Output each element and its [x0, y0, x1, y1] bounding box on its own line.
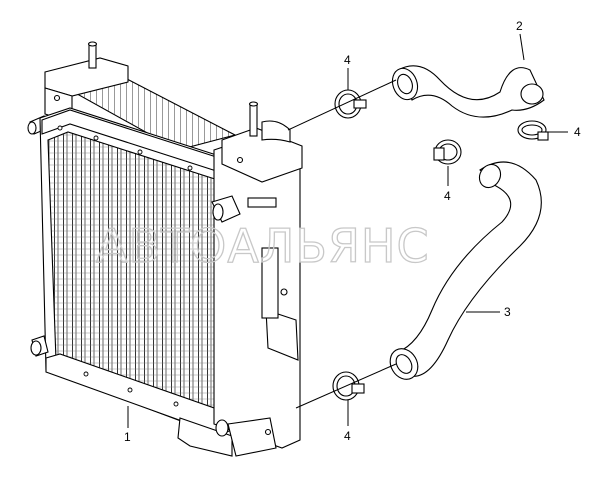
lower-hose — [389, 161, 542, 380]
drain-fitting — [211, 195, 277, 223]
assembly-lines — [287, 79, 397, 409]
clamp-lower — [332, 371, 365, 401]
clamp-upper-right — [517, 120, 549, 141]
callout-clamp-middle: 4 — [444, 189, 451, 203]
watermark-text: АВТОАЛЬЯНС — [96, 219, 430, 273]
callout-clamp-upper-right: 4 — [574, 125, 581, 139]
front-mount-bracket — [221, 101, 303, 183]
callout-clamp-upper-left: 4 — [344, 53, 351, 67]
lower-mount-bracket — [177, 417, 277, 457]
upper-outlet — [261, 120, 291, 143]
radiator — [27, 41, 303, 457]
upper-hose — [391, 65, 545, 118]
radiator-side-tank — [213, 143, 301, 449]
callout-radiator: 1 — [124, 430, 131, 444]
callout-clamp-lower: 4 — [344, 429, 351, 443]
clamp-upper-left — [334, 89, 367, 119]
sensor-plate — [261, 247, 299, 361]
clamp-middle — [433, 139, 462, 165]
callouts: 1 2 3 4 4 4 4 — [124, 19, 581, 444]
frame-bolts — [57, 125, 193, 407]
lower-left-fitting — [30, 335, 49, 357]
callout-upper-hose: 2 — [516, 19, 523, 33]
callout-lower-hose: 3 — [504, 305, 511, 319]
